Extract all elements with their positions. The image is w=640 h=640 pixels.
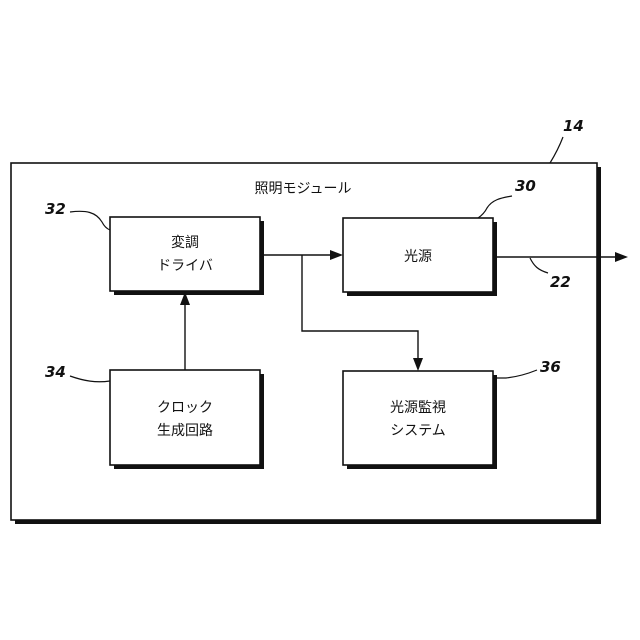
monitor-box [343, 371, 493, 465]
clock-gen-box [110, 370, 260, 465]
light-source-label: 光源 [404, 249, 432, 265]
ref-output: 22 [550, 273, 571, 291]
ref-monitor: 36 [540, 358, 561, 376]
ref-light-source: 30 [515, 177, 536, 195]
module-title: 照明モジュール [254, 181, 351, 197]
monitor-label-2: システム [390, 423, 446, 439]
light-source-block: 光源 [343, 218, 497, 296]
ref-modulation-driver: 32 [45, 200, 66, 218]
ref-module-leader [550, 137, 563, 163]
clock-gen-label-1: クロック [157, 400, 213, 416]
clock-gen-block: クロック 生成回路 [110, 370, 264, 469]
ref-clock-gen: 34 [45, 363, 66, 381]
module-frame [11, 163, 597, 520]
ref-module: 14 [563, 117, 584, 135]
monitor-block: 光源監視 システム [343, 371, 497, 469]
modulation-driver-box [110, 217, 260, 291]
modulation-driver-label-1: 変調 [171, 234, 199, 251]
clock-gen-label-2: 生成回路 [157, 423, 213, 439]
monitor-label-1: 光源監視 [390, 399, 446, 416]
modulation-driver-block: 変調 ドライバ [110, 217, 264, 295]
illumination-module: 照明モジュール [11, 163, 601, 524]
modulation-driver-label-2: ドライバ [157, 258, 213, 274]
